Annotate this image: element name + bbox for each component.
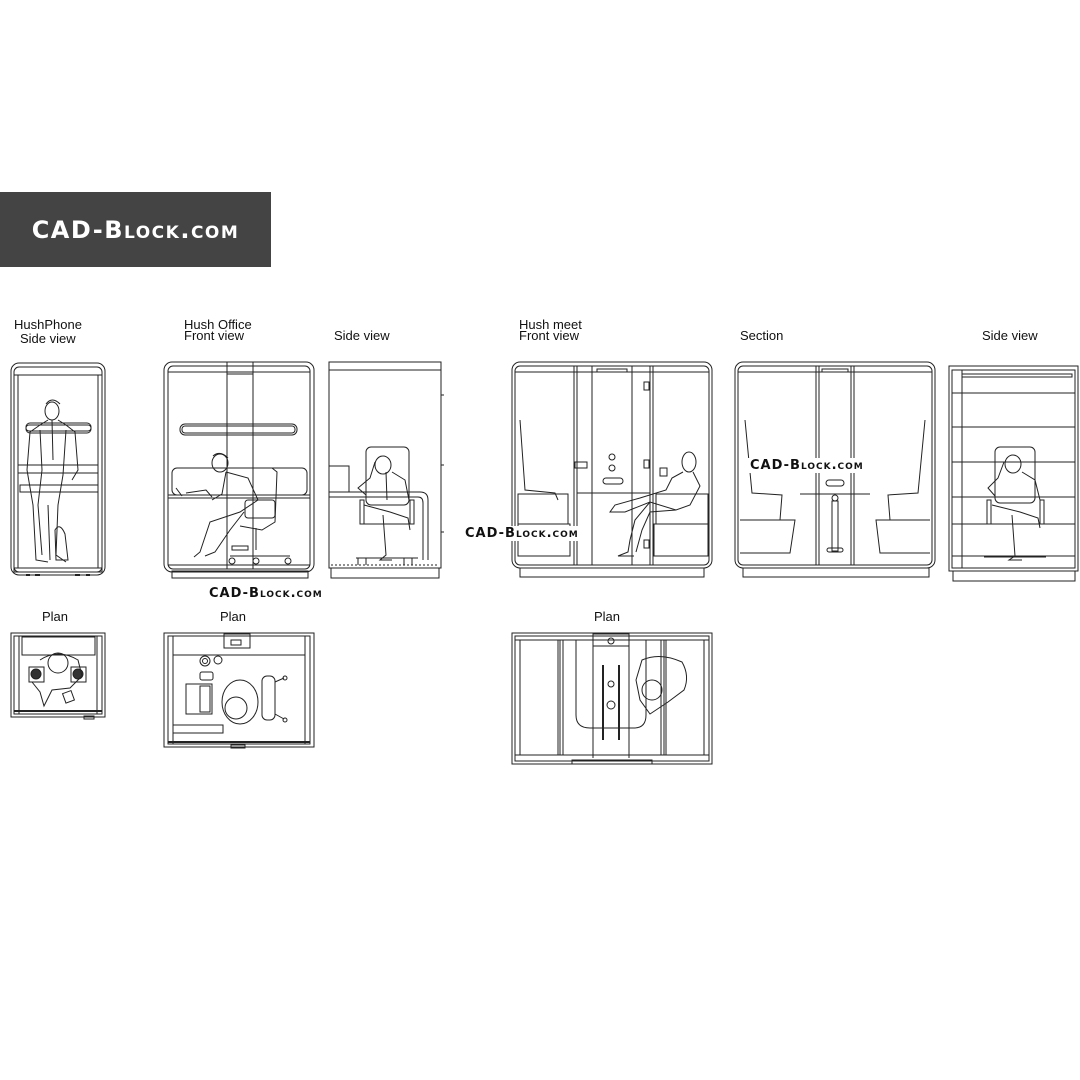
hush-meet-section-label: Section bbox=[740, 328, 784, 343]
hush-meet-front-view-label: Front view bbox=[519, 328, 579, 343]
hush-office-side-view-label: Side view bbox=[334, 328, 390, 343]
hush-office-front-view-drawing bbox=[164, 362, 314, 578]
hush-meet-front-view-drawing bbox=[512, 362, 712, 577]
hush-meet-plan-label: Plan bbox=[594, 609, 621, 624]
brand-banner: CAD-Block.com bbox=[0, 192, 271, 267]
hushphone-plan-label: Plan bbox=[42, 609, 69, 624]
hush-meet-plan-drawing bbox=[512, 633, 712, 764]
hush-office-front-view-label: Front view bbox=[184, 328, 244, 343]
hush-meet-side-view-drawing bbox=[949, 366, 1078, 581]
seated-person-phone-figure-2 bbox=[984, 447, 1046, 560]
watermark-meet-section: CAD-Block.com bbox=[748, 458, 866, 473]
hush-meet-title: Hush meet bbox=[519, 317, 582, 332]
hushphone-plan-drawing bbox=[11, 633, 105, 719]
seated-person-phone-figure bbox=[356, 447, 418, 565]
hush-office-plan-label: Plan bbox=[220, 609, 247, 624]
watermark-meet-front: CAD-Block.com bbox=[463, 526, 581, 541]
hush-office-title: Hush Office bbox=[184, 317, 252, 332]
hushphone-title: HushPhone bbox=[14, 317, 82, 332]
hushphone-side-view-label: Side view bbox=[20, 331, 76, 346]
seated-person-reading-figure bbox=[610, 452, 700, 556]
watermark-office: CAD-Block.com bbox=[207, 586, 325, 601]
seated-person-laptop-figure bbox=[176, 453, 291, 564]
standing-person-figure bbox=[27, 400, 78, 562]
hushphone-side-view-drawing bbox=[11, 363, 105, 575]
hush-meet-side-view-label: Side view bbox=[982, 328, 1038, 343]
hush-office-plan-drawing bbox=[164, 633, 314, 748]
hush-office-side-view-drawing bbox=[329, 362, 444, 578]
brand-banner-text: CAD-Block.com bbox=[31, 215, 240, 244]
